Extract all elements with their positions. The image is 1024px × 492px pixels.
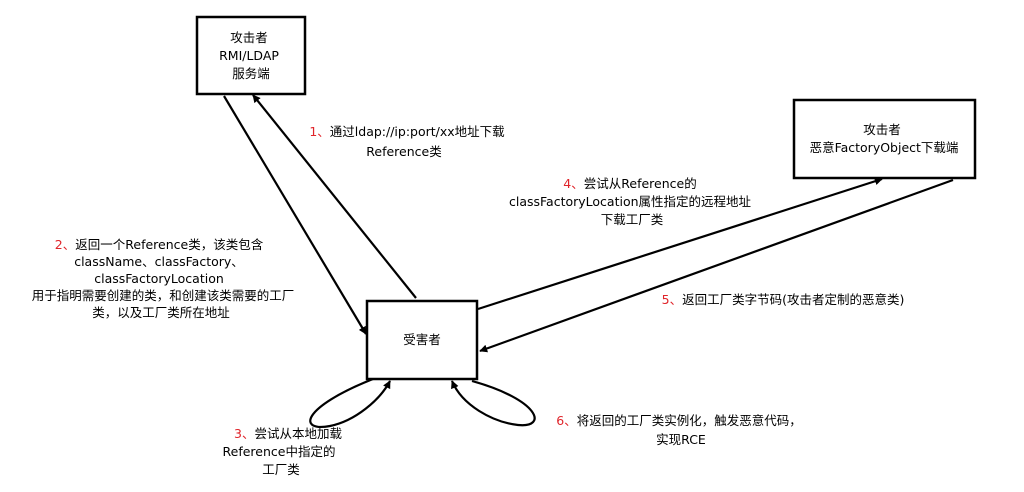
loop-arrow-step-6 <box>450 379 536 427</box>
step-3-line: Reference中指定的 <box>223 444 336 459</box>
step-1-line: Reference类 <box>366 144 442 159</box>
step-6-label: 6、将返回的工厂类实例化，触发恶意代码， 实现RCE <box>556 413 805 447</box>
attacker-server-line: 服务端 <box>232 66 270 81</box>
step-5-line: 5、返回工厂类字节码(攻击者定制的恶意类) <box>662 292 905 307</box>
step-5-label: 5、返回工厂类字节码(攻击者定制的恶意类) <box>662 292 905 307</box>
arrow-step-2 <box>223 95 367 335</box>
step-2-label: 2、返回一个Reference类，该类包含 className、classFac… <box>32 237 299 320</box>
step-1-label: 1、通过ldap://ip:port/xx地址下载 Reference类 <box>309 124 508 159</box>
step-3-line: 工厂类 <box>262 462 300 477</box>
malicious-download-line: 恶意FactoryObject下载端 <box>810 140 959 155</box>
attacker-server-line: 攻击者 <box>230 30 268 45</box>
arrow-step-1 <box>252 94 417 299</box>
step-3-line: 3、尝试从本地加载 <box>234 426 342 441</box>
step-2-number: 2、 <box>55 237 75 252</box>
step-4-line: 4、尝试从Reference的 <box>563 176 696 191</box>
loop-arrow-step-3 <box>309 377 391 428</box>
step-5-text: 返回工厂类字节码(攻击者定制的恶意类) <box>682 292 904 307</box>
step-3-number: 3、 <box>234 426 254 441</box>
step-1-text: 通过ldap://ip:port/xx地址下载 <box>330 124 505 139</box>
step-6-number: 6、 <box>556 413 576 428</box>
step-4-label: 4、尝试从Reference的 classFactoryLocation属性指定… <box>509 176 755 227</box>
step-4-line: classFactoryLocation属性指定的远程地址 <box>509 194 752 209</box>
step-2-line: className、classFactory、 <box>74 254 244 269</box>
step-1-number: 1、 <box>309 124 329 139</box>
step-2-text: 返回一个Reference类，该类包含 <box>75 237 263 252</box>
step-3-text: 尝试从本地加载 <box>254 426 342 441</box>
attacker-server-box <box>195 15 307 96</box>
attacker-server-line: RMI/LDAP <box>219 48 279 63</box>
step-1-line: 1、通过ldap://ip:port/xx地址下载 <box>309 124 505 139</box>
victim-line: 受害者 <box>403 332 441 347</box>
malicious-download-label: 攻击者 恶意FactoryObject下载端 <box>810 122 959 155</box>
victim-box <box>365 299 479 381</box>
step-2-line: classFactoryLocation <box>94 271 224 286</box>
step-6-text: 将返回的工厂类实例化，触发恶意代码， <box>577 413 802 428</box>
step-4-number: 4、 <box>563 176 583 191</box>
step-2-line: 用于指明需要创建的类，和创建该类需要的工厂 <box>32 288 295 303</box>
arrow-step-4 <box>477 177 883 311</box>
attacker-server-label: 攻击者 RMI/LDAP 服务端 <box>219 30 283 81</box>
malicious-download-box <box>792 98 977 180</box>
step-2-line: 类，以及工厂类所在地址 <box>92 305 230 320</box>
step-5-number: 5、 <box>662 292 682 307</box>
step-6-line: 实现RCE <box>656 432 706 447</box>
malicious-download-line: 攻击者 <box>863 122 901 137</box>
step-6-line: 6、将返回的工厂类实例化，触发恶意代码， <box>556 413 801 428</box>
step-4-text: 尝试从Reference的 <box>584 176 697 191</box>
step-3-label: 3、尝试从本地加载 Reference中指定的 工厂类 <box>223 426 346 477</box>
step-2-line: 2、返回一个Reference类，该类包含 <box>55 237 264 252</box>
step-4-line: 下载工厂类 <box>601 212 664 227</box>
arrow-step-5 <box>479 178 954 353</box>
victim-label: 受害者 <box>403 332 441 347</box>
